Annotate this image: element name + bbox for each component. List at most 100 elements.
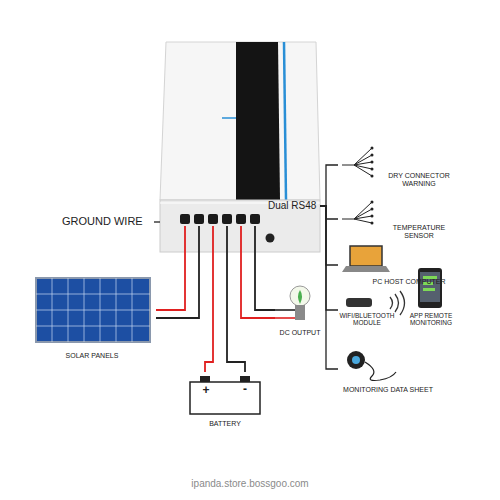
terminal-port <box>208 214 218 224</box>
rs485-line <box>320 206 338 219</box>
bulb-icon <box>275 286 310 320</box>
dc-output-node: DC OUTPUT <box>275 285 327 339</box>
monitor-body <box>347 351 365 369</box>
bulb-globe <box>290 286 310 306</box>
watermark: ipanda.store.bossgoo.com <box>0 478 500 490</box>
panel-grid <box>36 278 150 342</box>
accessory-node: WIFI/BLUETOOTH MODULE <box>338 292 398 328</box>
wire-segment <box>320 206 338 310</box>
battery-body <box>190 382 260 414</box>
bulb-leaf <box>298 290 302 304</box>
accessory-node: PC HOST COMPUTER <box>338 242 452 288</box>
accessory-label: TEMPERATURE SENSOR <box>378 224 460 240</box>
wire-segment <box>156 226 185 310</box>
power-wire <box>205 226 245 372</box>
cable-end <box>371 161 374 164</box>
solar-panel-node: SOLAR PANELS <box>30 272 156 362</box>
polarity-sign: - <box>239 383 251 397</box>
phone-bar <box>423 288 435 291</box>
laptop-screen <box>350 246 382 266</box>
accessory-label: PC HOST COMPUTER <box>368 278 450 286</box>
wire-segment <box>320 206 338 219</box>
panel-label: SOLAR PANELS <box>30 352 154 360</box>
terminal-port <box>236 214 246 224</box>
accessory-label: MONITORING DATA SHEET <box>338 386 438 394</box>
rs485-line <box>320 165 338 206</box>
phone-body <box>418 268 442 308</box>
ground-label: GROUND WIRE <box>62 214 154 230</box>
battery-node: +-BATTERY <box>190 372 262 434</box>
battery-label: BATTERY <box>190 420 260 428</box>
rs485-line <box>320 206 338 265</box>
accessory-node: APP REMOTE MONITORING <box>404 266 460 332</box>
accessory-node: TEMPERATURE SENSOR <box>338 194 462 244</box>
wire-segment <box>255 226 275 310</box>
accessory-label: WIFI/BLUETOOTH MODULE <box>338 312 396 327</box>
cable-end <box>371 201 374 204</box>
ground-wire <box>154 222 160 223</box>
cable-end <box>371 215 374 218</box>
module-body <box>346 298 372 307</box>
battery-icon <box>190 376 260 414</box>
terminal-port <box>194 214 204 224</box>
accessory-node: MONITORING DATA SHEET <box>338 340 440 398</box>
power-wire <box>156 226 199 318</box>
cable-ends <box>371 147 374 225</box>
laptop-base <box>342 266 390 272</box>
port-label: Dual RS48 <box>268 200 316 212</box>
phone-screen <box>420 272 440 302</box>
battery-terminal <box>200 376 210 382</box>
ground-label-text: GROUND WIRE <box>62 215 143 228</box>
wire-segment <box>320 206 338 265</box>
sensor-strands <box>342 202 372 223</box>
output-label: DC OUTPUT <box>275 329 325 337</box>
housing-front <box>160 200 320 252</box>
monitor-icon <box>347 351 396 381</box>
accessory-node: DRY CONNECTOR WARNING <box>338 140 462 190</box>
wire-segment <box>320 206 338 369</box>
wire-segment <box>227 226 245 372</box>
terminal-port <box>222 214 232 224</box>
solar-panel-icon <box>36 278 150 342</box>
wire-segment <box>156 226 199 318</box>
housing-blue-stripe <box>284 42 286 200</box>
rs485-line <box>320 206 338 310</box>
wifi-module-icon <box>346 291 405 315</box>
housing-top <box>160 42 320 200</box>
cable-end <box>371 208 374 211</box>
laptop-icon <box>342 246 390 272</box>
cable-end <box>371 222 374 225</box>
cable-end <box>371 147 374 150</box>
bulb-base <box>295 305 305 320</box>
cable-end <box>371 175 374 178</box>
wire-segment <box>241 226 275 318</box>
accessory-label: DRY CONNECTOR WARNING <box>378 172 460 188</box>
bulb-lead <box>275 309 295 311</box>
wire-segment <box>320 165 338 206</box>
wire-segment <box>205 226 213 372</box>
cable-end <box>371 168 374 171</box>
panel-frame <box>36 278 150 342</box>
accessory-label: APP REMOTE MONITORING <box>404 312 458 327</box>
cable-strands <box>342 148 372 176</box>
rs485-line <box>320 206 338 369</box>
monitor-screen <box>352 356 360 364</box>
wire-segment <box>154 221 160 222</box>
bulb-lead <box>275 317 295 319</box>
wireless-waves <box>390 291 405 315</box>
charge-controller: Dual RS48 <box>160 40 320 226</box>
control-knob <box>266 234 275 243</box>
power-wire <box>241 226 275 318</box>
terminal-port <box>250 214 260 224</box>
cable-end <box>371 154 374 157</box>
terminal-port <box>180 214 190 224</box>
cable-bundle-icon <box>342 148 372 223</box>
battery-terminal <box>240 376 250 382</box>
housing-blue-accent <box>222 117 236 119</box>
housing-black-band <box>236 42 280 200</box>
controller-housing <box>160 42 320 252</box>
